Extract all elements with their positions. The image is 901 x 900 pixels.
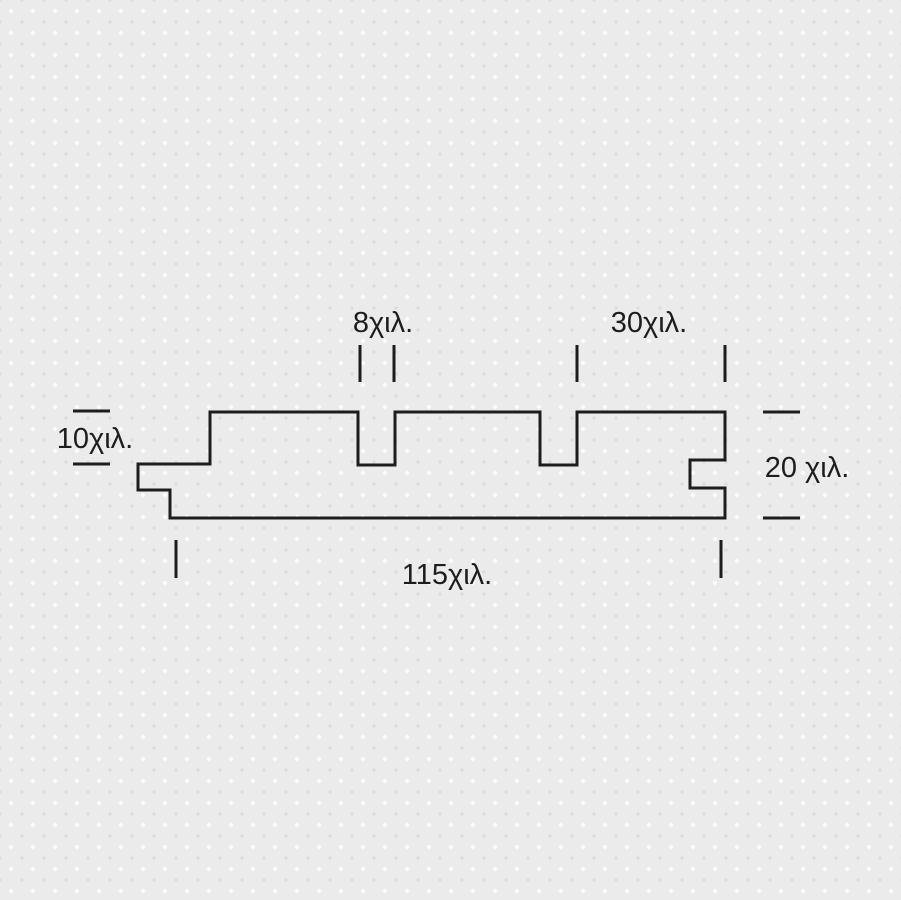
profile-outline <box>136 410 727 520</box>
dimension-label-groove-width: 8χιλ. <box>353 307 413 339</box>
dimension-label-step-height: 10χιλ. <box>57 423 133 455</box>
dimension-label-total-width: 115χιλ. <box>402 559 492 591</box>
dimension-label-thickness: 20 χιλ. <box>765 452 850 484</box>
dimension-label-groove-spacing: 30χιλ. <box>611 307 687 339</box>
